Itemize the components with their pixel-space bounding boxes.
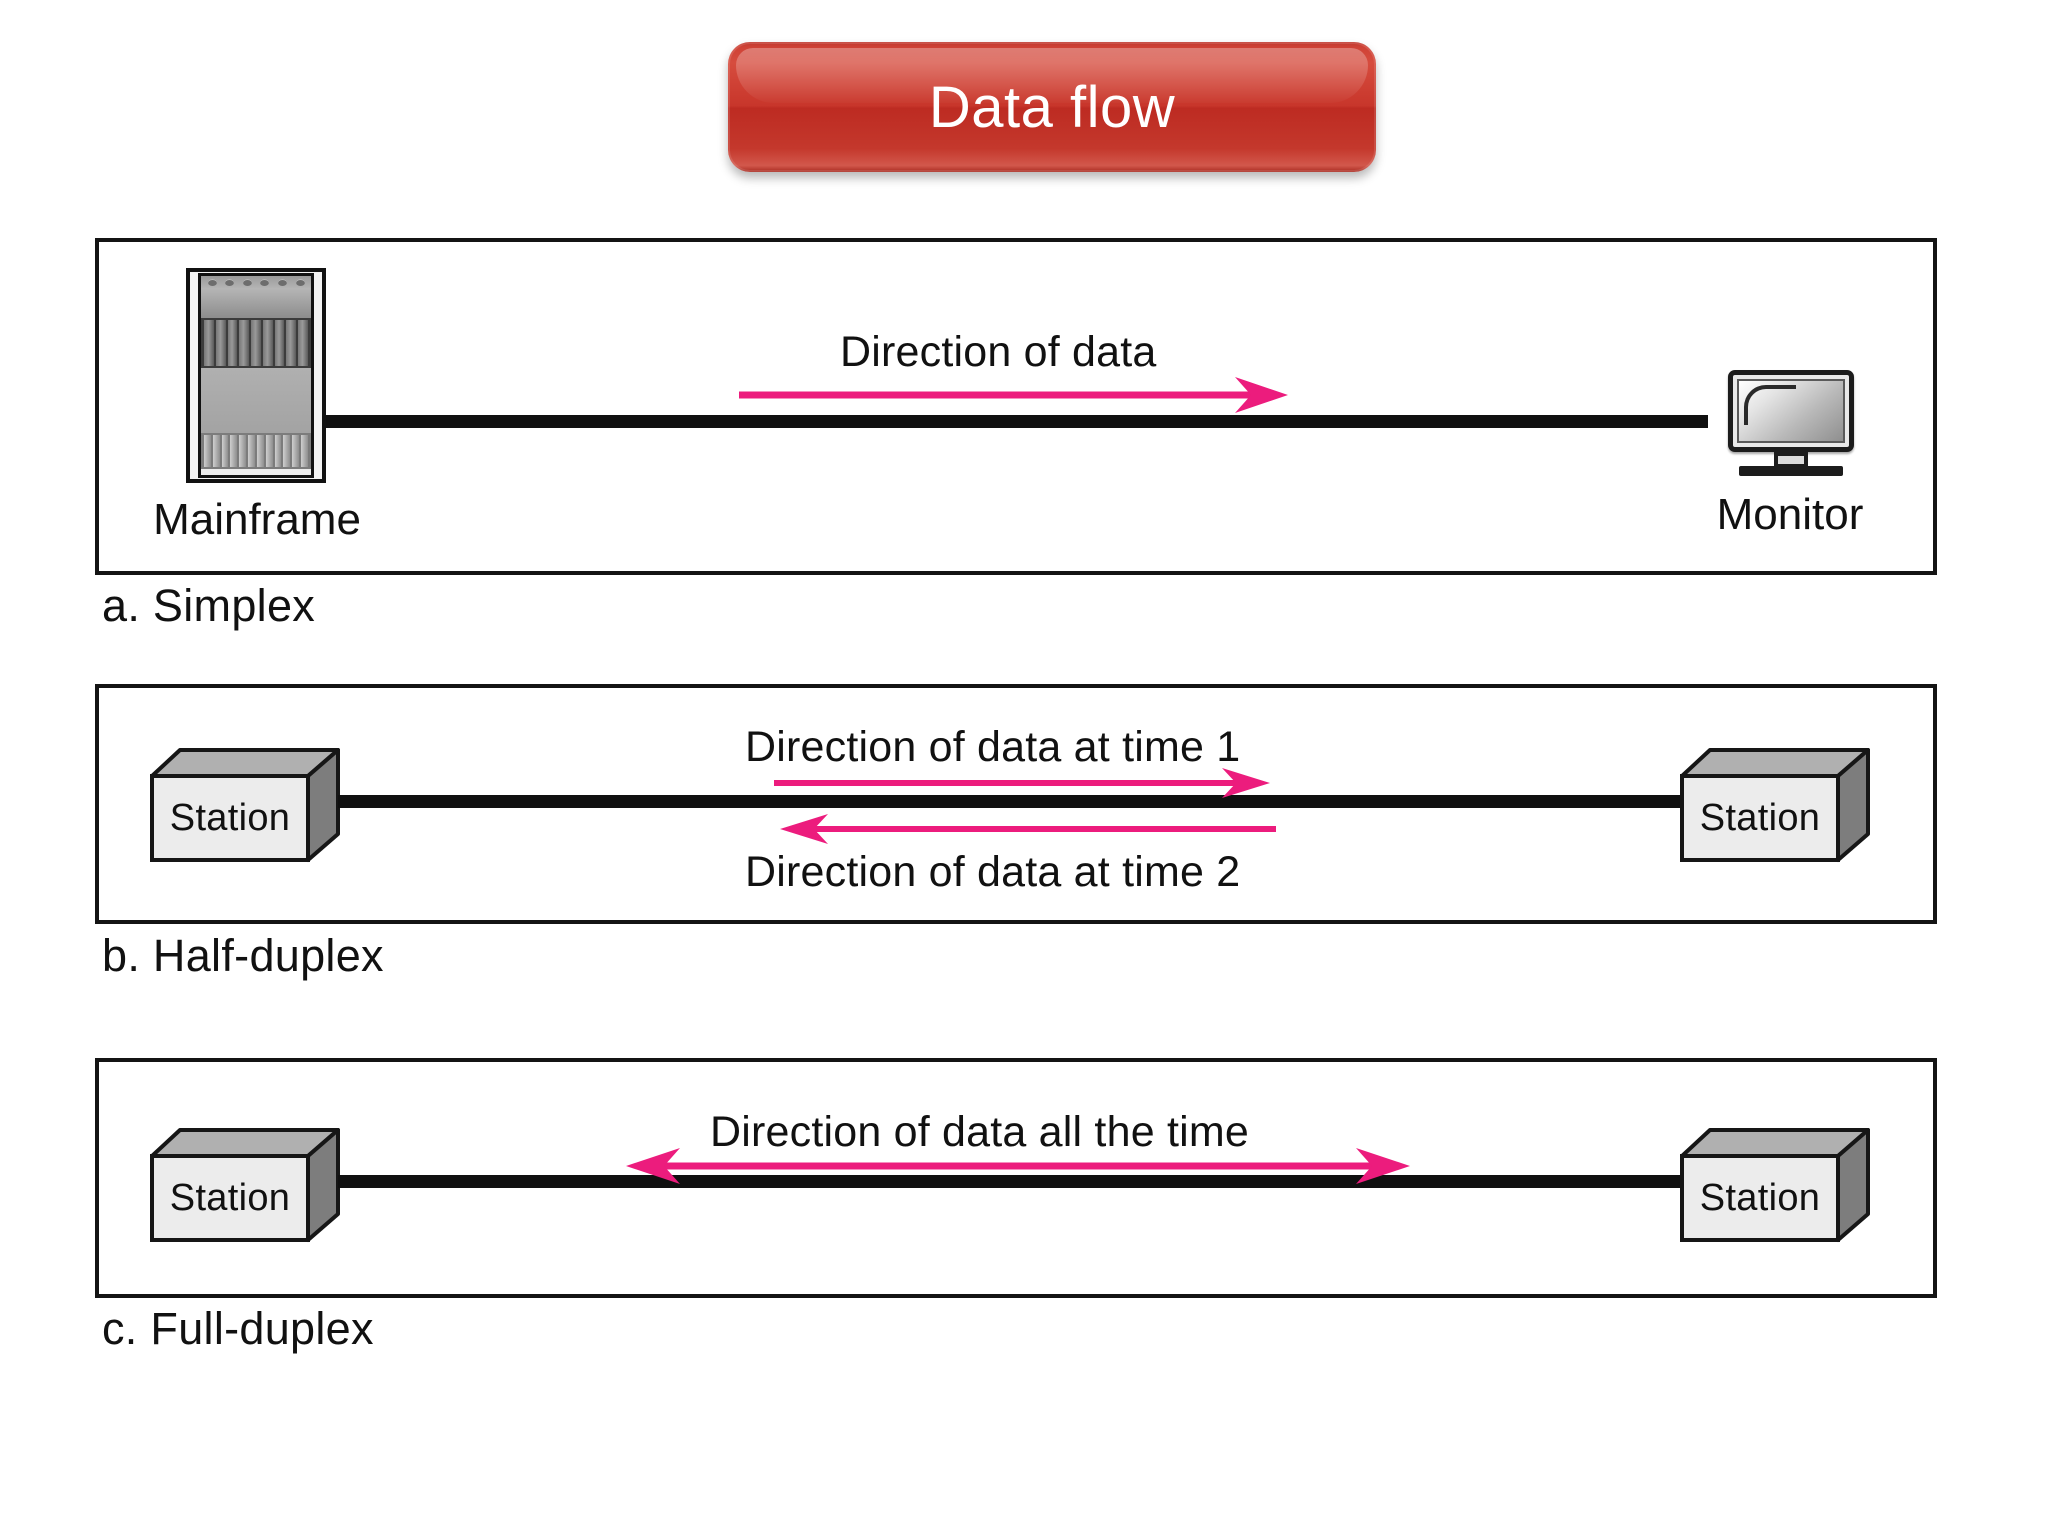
full-duplex-arrow-label: Direction of data all the time [710,1108,1249,1156]
simplex-arrow-right [739,377,1288,413]
station-label-right-half-duplex: Station [1699,796,1821,839]
station-box-shape-left-c [150,1128,340,1242]
station-front-face-right-b: Station [1682,776,1838,860]
half-duplex-arrow-label-time1: Direction of data at time 1 [745,723,1241,771]
monitor-screen [1737,379,1845,443]
mainframe-base [201,469,311,475]
station-label-right-full-duplex: Station [1699,1176,1821,1219]
monitor-bezel [1728,370,1854,452]
monitor-base [1739,466,1843,476]
half-duplex-arrow-left-time2 [780,814,1276,844]
monitor-icon [1728,370,1854,476]
station-box-shape-right-b [1680,748,1870,862]
section-simplex-panel [95,238,1937,575]
station-box-shape-right-c [1680,1128,1870,1242]
monitor-screen-highlight [1744,385,1796,425]
mainframe-vent-row [201,433,311,470]
half-duplex-link-line [338,795,1682,808]
station-box-left-full-duplex: Station [150,1128,340,1242]
station-box-shape-left-b [150,748,340,862]
station-front-face-right-c: Station [1682,1156,1838,1240]
station-box-right-half-duplex: Station [1680,748,1870,862]
mainframe-slat-row [201,317,311,368]
caption-simplex: a. Simplex [102,580,316,631]
half-duplex-arrow-label-time2: Direction of data at time 2 [745,848,1241,896]
caption-full-duplex: c. Full-duplex [102,1303,374,1354]
station-front-face-left-c: Station [152,1156,308,1240]
monitor-label: Monitor [1716,490,1864,539]
station-front-face-left-b: Station [152,776,308,860]
mainframe-body [201,367,311,434]
mainframe-indicator-lights [201,278,311,288]
mainframe-reel-bar [201,276,311,318]
station-label-left-full-duplex: Station [169,1176,291,1219]
simplex-arrow-label: Direction of data [840,328,1157,376]
simplex-link-line [326,415,1708,428]
title-banner: Data flow [728,42,1376,172]
mainframe-panel [198,273,314,478]
station-box-right-full-duplex: Station [1680,1128,1870,1242]
station-box-left-half-duplex: Station [150,748,340,862]
station-label-left-half-duplex: Station [169,796,291,839]
half-duplex-arrow-right-time1 [774,768,1270,798]
mainframe-icon [186,268,326,483]
full-duplex-arrow-bidirectional [626,1148,1410,1184]
caption-half-duplex: b. Half-duplex [102,930,384,981]
title-banner-label: Data flow [928,74,1176,140]
mainframe-label: Mainframe [153,495,361,544]
